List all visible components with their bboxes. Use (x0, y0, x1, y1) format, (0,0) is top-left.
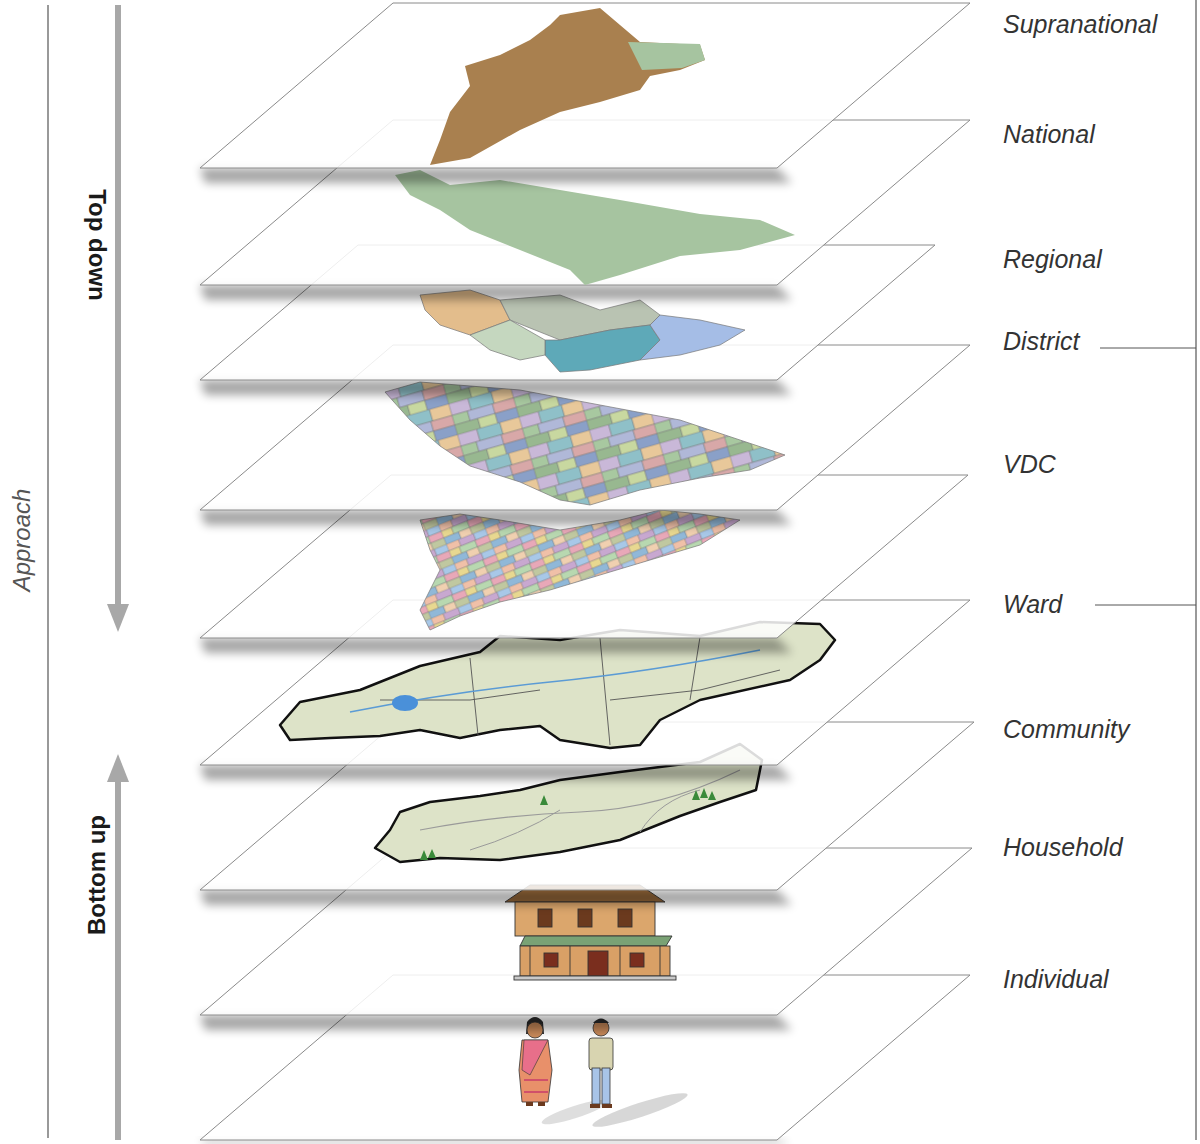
scale-label: Ward (1003, 591, 1062, 619)
district-map (385, 382, 785, 505)
leader-line (1100, 348, 1196, 349)
top-down-arrow (107, 5, 129, 632)
bottom-up-arrow (107, 754, 129, 1140)
leader-line (1095, 605, 1196, 606)
approach-axis (47, 5, 48, 1138)
axis-title: Approach (9, 489, 35, 592)
regional-map (420, 290, 745, 372)
scale-label: District (1003, 328, 1079, 356)
approach-direction: Bottom up (84, 815, 110, 935)
approach-direction: Top down (84, 189, 110, 301)
supranational-map (430, 8, 705, 165)
scale-bracket (1195, 0, 1196, 1140)
scale-label: Community (1003, 716, 1129, 744)
vdc-map (420, 510, 740, 630)
scale-label: National (1003, 121, 1095, 149)
supranational-layer (200, 3, 970, 183)
national-map (395, 170, 795, 285)
scale-label: Individual (1003, 966, 1109, 994)
scale-label: Household (1003, 834, 1123, 862)
scale-label: Regional (1003, 246, 1102, 274)
scale-label: Supranational (1003, 11, 1157, 39)
scale-label: VDC (1003, 451, 1056, 479)
people-figure (519, 1017, 690, 1132)
